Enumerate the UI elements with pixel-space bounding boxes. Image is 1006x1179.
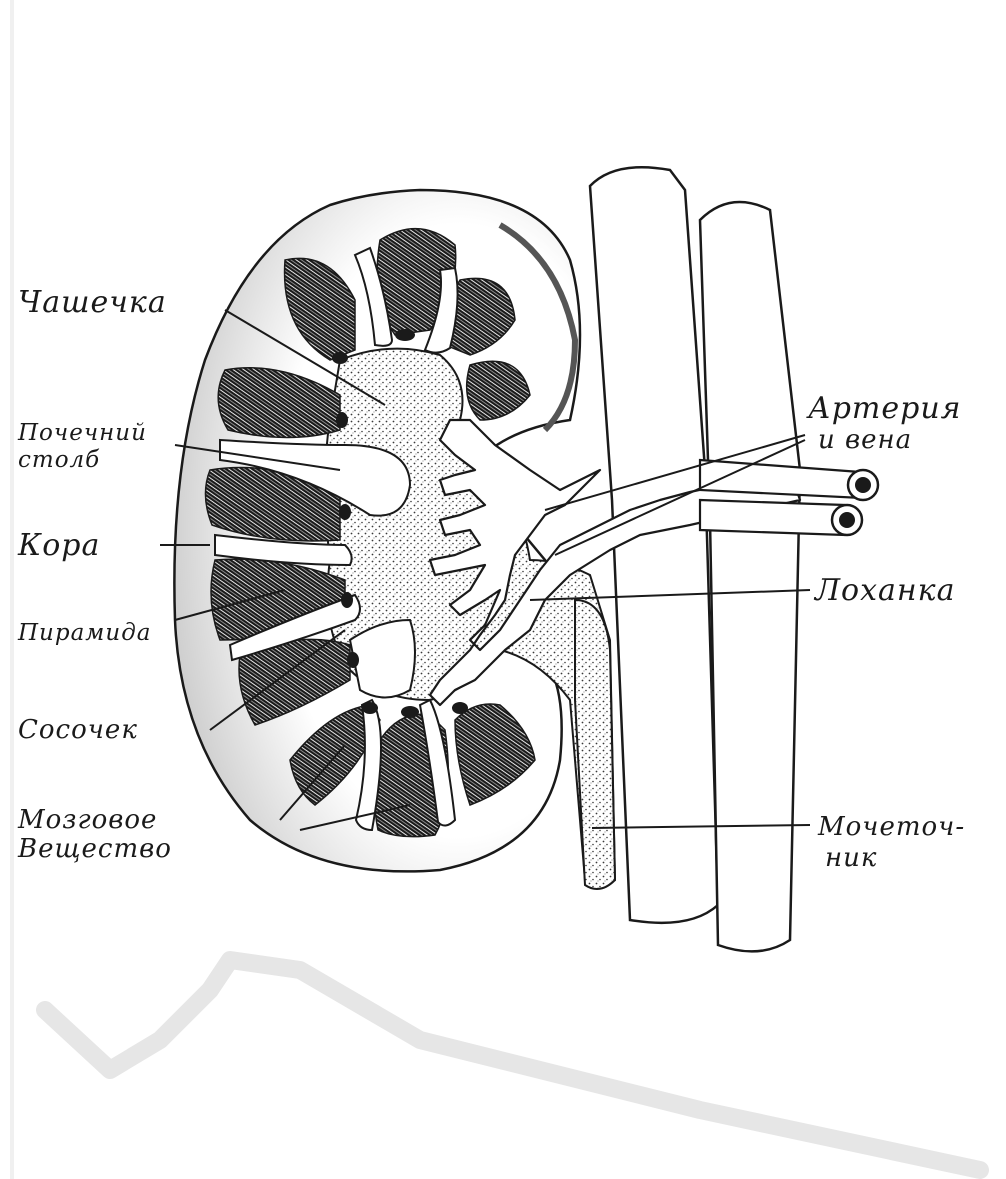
watermark-stroke — [45, 960, 980, 1170]
label-ureter-2: ник — [825, 843, 877, 873]
label-papilla: Сосочек — [18, 715, 138, 745]
papilla-tip — [401, 706, 419, 718]
papilla-tip — [362, 702, 378, 714]
papilla-tip — [395, 329, 415, 341]
ureter — [575, 600, 615, 889]
label-artery-vein-1: Артерия — [806, 391, 962, 426]
papilla-tip — [452, 702, 468, 714]
label-medulla-2: Вещество — [17, 834, 172, 864]
renal-vein — [700, 500, 853, 535]
artery-lumen — [855, 477, 871, 493]
papilla-tip — [341, 592, 353, 608]
label-pelvis: Лоханка — [813, 573, 955, 608]
label-renal-column-1: Почечний — [17, 420, 147, 446]
papilla-tip — [336, 412, 348, 428]
vein-lumen — [839, 512, 855, 528]
label-renal-column-2: столб — [18, 447, 100, 473]
label-pyramid: Пирамида — [17, 620, 151, 646]
label-cortex: Кора — [17, 528, 100, 563]
great-vessels — [590, 167, 800, 951]
label-ureter-1: Мочеточ- — [817, 812, 965, 842]
papilla-tip — [339, 504, 351, 520]
label-calyx: Чашечка — [18, 285, 167, 320]
renal-artery — [700, 460, 868, 498]
papilla-tip — [332, 352, 348, 364]
label-medulla-1: Мозговое — [17, 805, 157, 835]
papilla-tip — [347, 652, 359, 668]
vena-cava-tube — [700, 202, 800, 951]
label-artery-vein-2: и вена — [818, 425, 912, 455]
